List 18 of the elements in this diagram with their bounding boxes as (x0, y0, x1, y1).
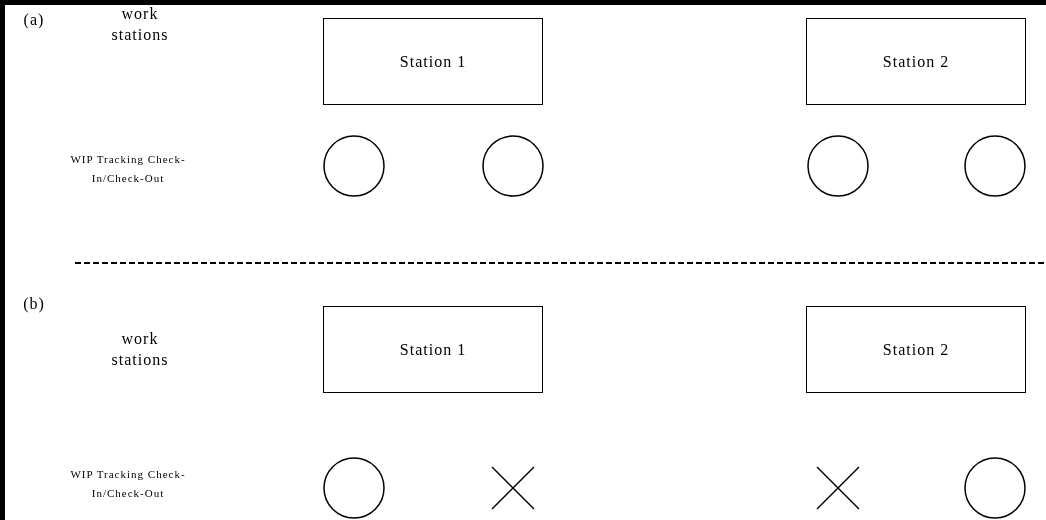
marker-circle (964, 457, 1026, 519)
station-box: Station 2 (806, 306, 1026, 393)
station-box: Station 2 (806, 18, 1026, 105)
row-label: WIP Tracking Check-In/Check-Out (69, 152, 187, 186)
row-label: WIP Tracking Check-In/Check-Out (69, 467, 187, 501)
panel-label: (a) (22, 10, 46, 31)
station-box: Station 1 (323, 18, 543, 105)
station-box: Station 1 (323, 306, 543, 393)
marker-circle (323, 135, 385, 197)
marker-circle (323, 457, 385, 519)
row-label: work stations (110, 4, 170, 45)
marker-circle (807, 135, 869, 197)
row-label: work stations (110, 329, 170, 370)
marker-circle (964, 135, 1026, 197)
cross-mark (816, 466, 860, 510)
cross-mark (491, 466, 535, 510)
marker-circle (482, 135, 544, 197)
panel-label: (b) (22, 294, 46, 315)
